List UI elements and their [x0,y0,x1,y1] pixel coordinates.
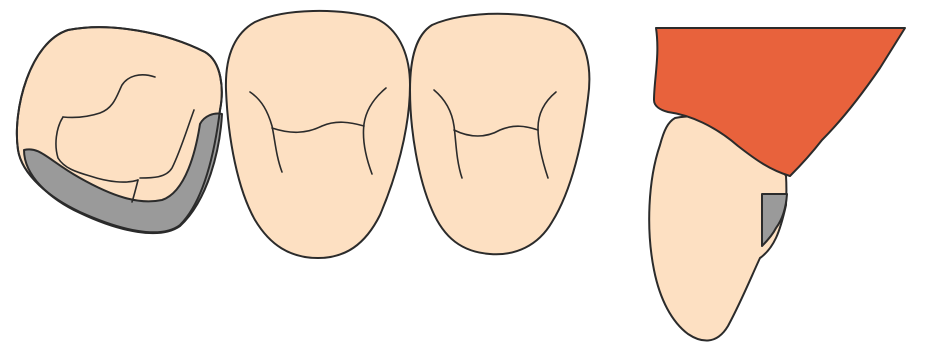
premolar-tooth-2 [410,14,589,254]
occlusal-view [17,11,589,258]
premolar-2-crown [410,14,589,254]
premolar-1-crown [226,11,410,258]
premolar-tooth-1 [226,11,410,258]
molar-tooth [17,27,222,233]
cross-section [649,28,905,341]
